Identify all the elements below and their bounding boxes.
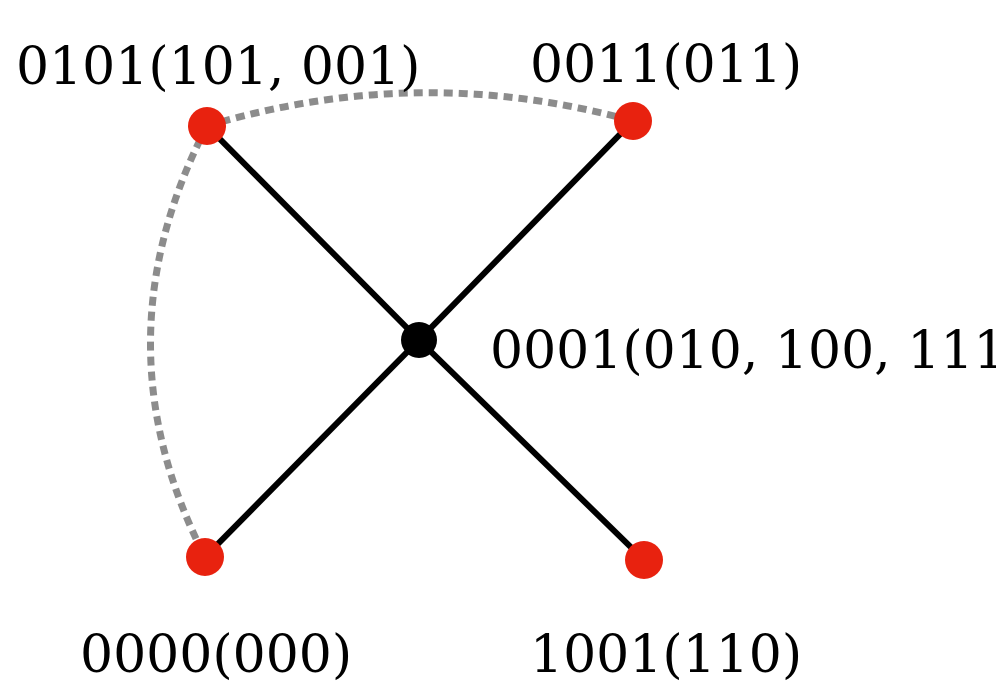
- dashed-edge-top-left-to-bottom-left: [147, 124, 211, 559]
- label-top-right: 0011(011): [530, 35, 802, 95]
- node-center: [401, 322, 437, 358]
- node-bottom-right: [625, 541, 663, 579]
- dashed-edge-top-left-to-top-right: [205, 89, 634, 130]
- node-top-right: [614, 102, 652, 140]
- edge-center-to-top-left: [204, 123, 422, 343]
- edge-center-to-bottom-left: [202, 337, 422, 560]
- node-bottom-left: [186, 538, 224, 576]
- node-top-left: [188, 107, 226, 145]
- label-bottom-right: 1001(110): [530, 625, 802, 685]
- edge-center-to-bottom-right: [416, 337, 647, 563]
- label-bottom-left: 0000(000): [80, 625, 352, 685]
- label-top-left: 0101(101, 001): [16, 37, 420, 97]
- edge-center-to-top-right: [416, 118, 636, 343]
- label-center: 0001(010, 100, 111): [490, 321, 996, 381]
